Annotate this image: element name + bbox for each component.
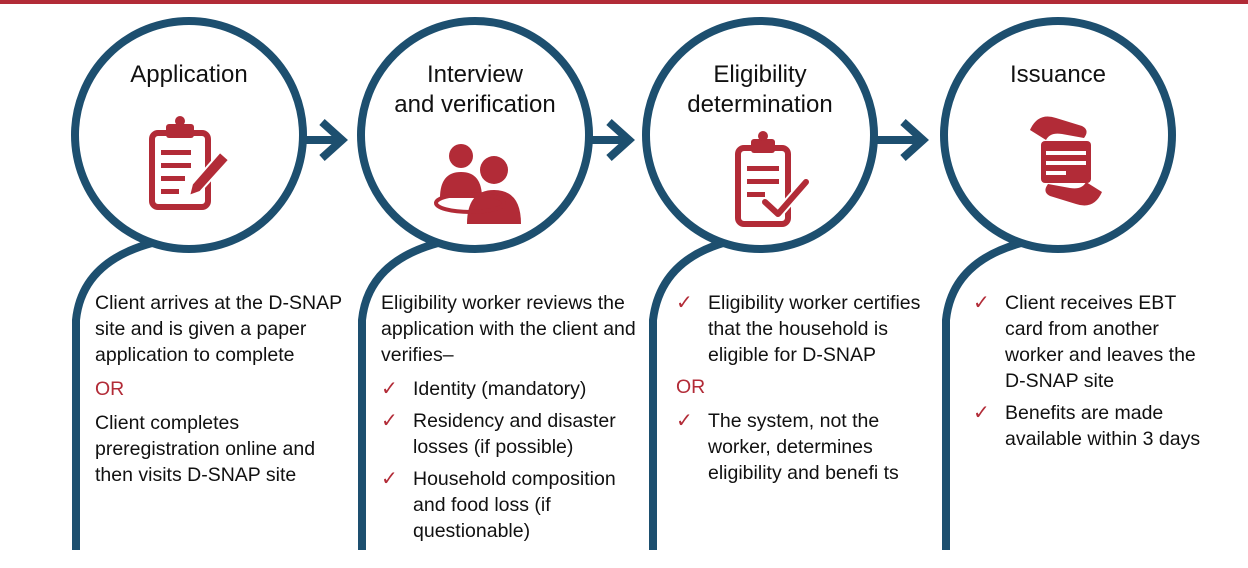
checklist-item-label: Benefits are made available within 3 day…: [1005, 402, 1201, 450]
checklist-item: ✓ Residency and disaster losses (if poss…: [381, 408, 649, 460]
arrow-right-icon: [305, 119, 348, 161]
stage-title-application: Application: [130, 61, 248, 88]
checklist-item: ✓ The system, not the worker, determines…: [676, 408, 932, 486]
or-label: OR: [676, 376, 706, 398]
eligibility-checklist-a: ✓ Eligibility worker certifies that the …: [676, 290, 932, 368]
checklist-item-label: Eligibility worker certifies that the ho…: [708, 292, 921, 366]
verification-checklist: ✓ Identity (mandatory) ✓ Residency and d…: [381, 376, 649, 544]
stage-title-issuance: Issuance: [1009, 61, 1107, 88]
clipboard-checkmark-icon: [735, 131, 811, 227]
interview-intro: Eligibility worker reviews the applicati…: [381, 292, 636, 366]
stage-ring-3: [642, 17, 878, 550]
stage-title-eligibility: Eligibility determination: [687, 61, 833, 118]
stage-details-application: Client arrives at the D-SNAP site and is…: [95, 290, 355, 488]
or-label: OR: [95, 378, 125, 400]
stage-ring-2: [357, 17, 593, 550]
checklist-item-label: Household composition and food loss (if …: [413, 468, 616, 542]
eligibility-checklist-b: ✓ The system, not the worker, determines…: [676, 408, 932, 486]
checklist-item-label: Client receives EBT card from another wo…: [1005, 292, 1196, 392]
checklist-item: ✓ Eligibility worker certifies that the …: [676, 290, 932, 368]
checklist-item: ✓ Client receives EBT card from another …: [973, 290, 1213, 394]
stage-details-interview: Eligibility worker reviews the applicati…: [381, 290, 649, 550]
clipboard-pencil-icon: [149, 116, 231, 210]
issuance-checklist: ✓ Client receives EBT card from another …: [973, 290, 1213, 452]
checklist-item: ✓ Benefits are made available within 3 d…: [973, 400, 1213, 452]
checklist-item: ✓ Household composition and food loss (i…: [381, 466, 649, 544]
checkmark-icon: ✓: [973, 402, 990, 424]
arrow-right-icon: [876, 119, 929, 161]
hand-card-icon: [1030, 116, 1102, 206]
checkmark-icon: ✓: [973, 292, 990, 314]
checkmark-icon: ✓: [381, 410, 398, 432]
checkmark-icon: ✓: [676, 410, 693, 432]
checklist-item-label: Residency and disaster losses (if possib…: [413, 410, 616, 458]
arrow-right-icon: [591, 119, 635, 161]
application-intro: Client arrives at the D-SNAP site and is…: [95, 292, 342, 366]
checklist-item: ✓ Identity (mandatory): [381, 376, 649, 402]
stage-details-issuance: ✓ Client receives EBT card from another …: [973, 290, 1213, 458]
checklist-item-label: Identity (mandatory): [413, 378, 587, 400]
checkmark-icon: ✓: [381, 378, 398, 400]
stage-title-interview: Interview and verification: [394, 61, 556, 118]
stage-details-eligibility: ✓ Eligibility worker certifies that the …: [676, 290, 932, 492]
top-rule: [0, 0, 1248, 4]
two-people-table-icon: [434, 144, 521, 224]
stage-ring-4: [940, 17, 1176, 550]
stage-ring-1: [71, 17, 307, 550]
checkmark-icon: ✓: [676, 292, 693, 314]
application-alternative: Client completes preregistration online …: [95, 412, 316, 486]
checkmark-icon: ✓: [381, 468, 398, 490]
checklist-item-label: The system, not the worker, determines e…: [708, 410, 899, 484]
